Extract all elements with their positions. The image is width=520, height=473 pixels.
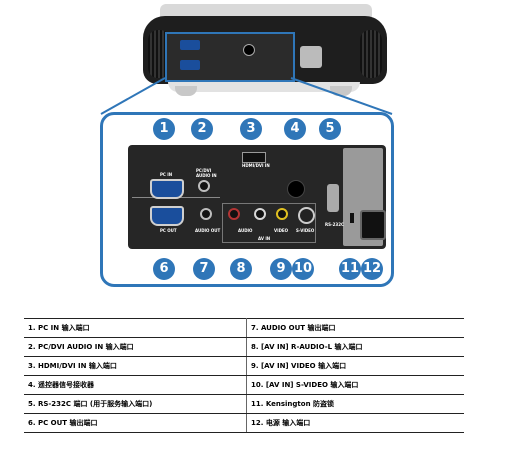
legend-cell: 1. PC IN 输入端口 — [24, 318, 247, 338]
legend-cell: 2. PC/DVI AUDIO IN 输入端口 — [24, 337, 247, 357]
video-jack — [276, 208, 288, 220]
table-row: 5. RS-232C 端口 (用于服务输入端口) 11. Kensington … — [24, 394, 464, 414]
callout-11: 11 — [339, 258, 361, 280]
kensington-slot — [350, 213, 354, 223]
vga-out-port-small — [180, 60, 200, 70]
table-row: 6. PC OUT 输出端口 12. 电源 输入端口 — [24, 413, 464, 433]
callout-12: 12 — [361, 258, 383, 280]
power-socket-small — [300, 46, 322, 68]
s-video-label: S-VIDEO — [296, 228, 315, 233]
hdmi-dvi-in-label: HDMI/DVI IN — [242, 163, 270, 168]
legend-cell: 12. 电源 输入端口 — [246, 413, 464, 433]
pc-in-port — [150, 179, 184, 199]
vent-grill-left — [148, 30, 170, 78]
rs232c-port — [327, 184, 339, 212]
projector-foot-right — [330, 86, 352, 96]
rear-panel-callout-frame — [100, 112, 394, 287]
legend-cell: 11. Kensington 防盗锁 — [246, 394, 464, 414]
legend-cell: 9. [AV IN] VIDEO 输入端口 — [246, 356, 464, 376]
rs232c-label: RS-232C — [325, 222, 344, 227]
callout-1: 1 — [153, 118, 175, 140]
projector-base — [168, 82, 360, 92]
port-legend-table: 1. PC IN 输入端口 7. AUDIO OUT 输出端口 2. PC/DV… — [24, 318, 464, 433]
pc-dvi-audio-in-jack — [198, 180, 210, 192]
audio-r-jack — [228, 208, 240, 220]
callout-9: 9 — [270, 258, 292, 280]
callout-8: 8 — [230, 258, 252, 280]
legend-cell: 8. [AV IN] R-AUDIO-L 输入端口 — [246, 337, 464, 357]
callout-5: 5 — [319, 118, 341, 140]
callout-3: 3 — [240, 118, 262, 140]
audio-out-jack — [200, 208, 212, 220]
audio-label: AUDIO — [238, 228, 253, 233]
legend-cell: 5. RS-232C 端口 (用于服务输入端口) — [24, 394, 247, 414]
legend-cell: 7. AUDIO OUT 输出端口 — [246, 318, 464, 338]
vga-port-small — [180, 40, 200, 50]
table-row: 3. HDMI/DVI IN 输入端口 9. [AV IN] VIDEO 输入端… — [24, 356, 464, 376]
s-video-port — [298, 207, 315, 224]
callout-2: 2 — [191, 118, 213, 140]
legend-cell: 4. 遥控器信号接收器 — [24, 375, 247, 395]
projector-foot-left — [175, 86, 197, 96]
ir-receiver — [287, 180, 305, 198]
ir-receiver-small — [243, 44, 255, 56]
projector-rear-panel-highlight — [165, 32, 295, 82]
video-label: VIDEO — [274, 228, 289, 233]
pc-dvi-audio-in-label: PC/DVI AUDIO IN — [196, 168, 217, 178]
hdmi-dvi-in-port — [242, 152, 266, 163]
vent-grill-right — [360, 30, 382, 78]
callout-10: 10 — [292, 258, 314, 280]
callout-4: 4 — [284, 118, 306, 140]
callout-6: 6 — [153, 258, 175, 280]
av-in-label: AV IN — [258, 236, 271, 241]
pc-out-port — [150, 206, 184, 226]
table-row: 1. PC IN 输入端口 7. AUDIO OUT 输出端口 — [24, 318, 464, 338]
legend-cell: 6. PC OUT 输出端口 — [24, 413, 247, 433]
table-row: 4. 遥控器信号接收器 10. [AV IN] S-VIDEO 输入端口 — [24, 375, 464, 395]
table-row: 2. PC/DVI AUDIO IN 输入端口 8. [AV IN] R-AUD… — [24, 337, 464, 357]
callout-7: 7 — [193, 258, 215, 280]
av-in-group — [222, 203, 316, 243]
audio-out-label: AUDIO OUT — [195, 228, 221, 233]
power-input-socket — [360, 210, 386, 240]
audio-l-jack — [254, 208, 266, 220]
legend-cell: 3. HDMI/DVI IN 输入端口 — [24, 356, 247, 376]
pc-in-label: PC IN — [160, 172, 173, 177]
pc-out-label: PC OUT — [160, 228, 177, 233]
legend-cell: 10. [AV IN] S-VIDEO 输入端口 — [246, 375, 464, 395]
